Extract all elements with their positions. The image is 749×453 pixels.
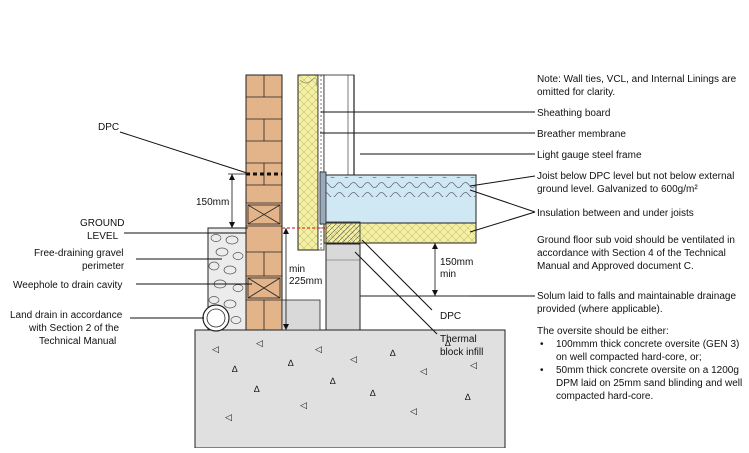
svg-text:∆: ∆: [445, 338, 451, 348]
svg-text:◁: ◁: [212, 344, 219, 354]
dim-150-left-text: 150mm: [196, 197, 229, 208]
svg-text:◁: ◁: [410, 406, 417, 416]
label-thermal-2: block infill: [440, 347, 483, 358]
brick-weephole-blocks: [247, 204, 281, 299]
label-drain-1: Land drain in accordance: [10, 310, 123, 321]
label-subvoid-2: accordance with Section 4 of the Technic…: [537, 248, 726, 259]
label-dpc-left: DPC: [98, 122, 119, 133]
thermal-block-wall: [325, 221, 361, 331]
note-line-1: Note: Wall ties, VCL, and Internal Linin…: [537, 74, 737, 85]
dimension-150-right: [432, 243, 438, 296]
svg-text:◁: ◁: [315, 344, 322, 354]
label-drain-2: with Section 2 of the: [28, 323, 119, 334]
label-solum-1: Solum laid to falls and maintainable dra…: [537, 291, 736, 302]
leader-lines: [119, 111, 536, 335]
concrete-foundation: ◁ ∆ ◁ ∆ ◁ ∆ ◁ ∆ ◁ ∆ ◁ ∆ ◁ ∆ ◁ ∆ ◁: [194, 329, 506, 449]
label-opt2-3: compacted hard-core.: [556, 391, 653, 402]
svg-text:◁: ◁: [300, 400, 307, 410]
svg-text:◁: ◁: [420, 366, 427, 376]
label-opt2-1: 50mm thick concrete oversite on a 1200g: [556, 365, 739, 376]
label-opt1-1: 100mmm thick concrete oversite (GEN 3): [556, 339, 739, 350]
label-subvoid-3: Manual and Approved document C.: [537, 261, 694, 272]
svg-text:◁: ◁: [225, 412, 232, 422]
svg-text:◁: ◁: [470, 360, 477, 370]
label-oversite-intro: The oversite should be either:: [537, 326, 669, 337]
label-insulation: Insulation between and under joists: [537, 208, 694, 219]
svg-text:◁: ◁: [350, 354, 357, 364]
label-thermal-1: Thermal: [440, 334, 477, 345]
label-gravel-1: Free-draining gravel: [34, 248, 124, 259]
svg-text:∆: ∆: [288, 358, 294, 368]
svg-text:∆: ∆: [330, 376, 336, 386]
label-ground-level-1: GROUND: [80, 218, 124, 229]
label-breather: Breather membrane: [537, 129, 626, 140]
label-joist-1: Joist below DPC level but not below exte…: [537, 171, 734, 182]
label-weephole: Weephole to drain cavity: [13, 280, 122, 291]
dim-150-right-text-2: min: [440, 269, 456, 280]
label-solum-2: provided (where applicable).: [537, 304, 663, 315]
dim-150-right-text-1: 150mm: [440, 257, 473, 268]
label-steel-frame: Light gauge steel frame: [537, 150, 642, 161]
cavity-fill: [281, 299, 321, 331]
steel-frame-wall: [297, 74, 355, 251]
svg-text:∆: ∆: [370, 388, 376, 398]
dim-225-text-2: 225mm: [289, 276, 322, 287]
floor-insulation: [319, 171, 477, 244]
svg-text:∆: ∆: [465, 392, 471, 402]
bullet-2: •: [540, 365, 544, 376]
brick-outer-leaf: [245, 74, 283, 331]
label-drain-3: Technical Manual: [39, 336, 116, 347]
svg-text:◁: ◁: [256, 338, 263, 348]
label-opt1-2: on well compacted hard-core, or;: [556, 352, 702, 363]
svg-text:∆: ∆: [232, 364, 238, 374]
land-drain-pipe: [202, 304, 230, 332]
label-dpc-lower: DPC: [440, 311, 461, 322]
dimension-150-left: [228, 173, 248, 229]
label-sheathing: Sheathing board: [537, 108, 610, 119]
svg-text:∆: ∆: [254, 384, 260, 394]
label-opt2-2: DPM laid on 25mm sand blinding and well: [556, 378, 742, 389]
note-line-2: omitted for clarity.: [537, 87, 615, 98]
dimension-225: [283, 228, 289, 330]
label-ground-level-2: LEVEL: [87, 231, 119, 242]
dim-225-text-1: min: [289, 264, 305, 275]
bullet-1: •: [540, 339, 544, 350]
label-gravel-2: perimeter: [82, 261, 125, 272]
label-subvoid-1: Ground floor sub void should be ventilat…: [537, 235, 735, 246]
label-joist-2: ground level. Galvanized to 600g/m²: [537, 184, 698, 195]
svg-text:∆: ∆: [390, 348, 396, 358]
